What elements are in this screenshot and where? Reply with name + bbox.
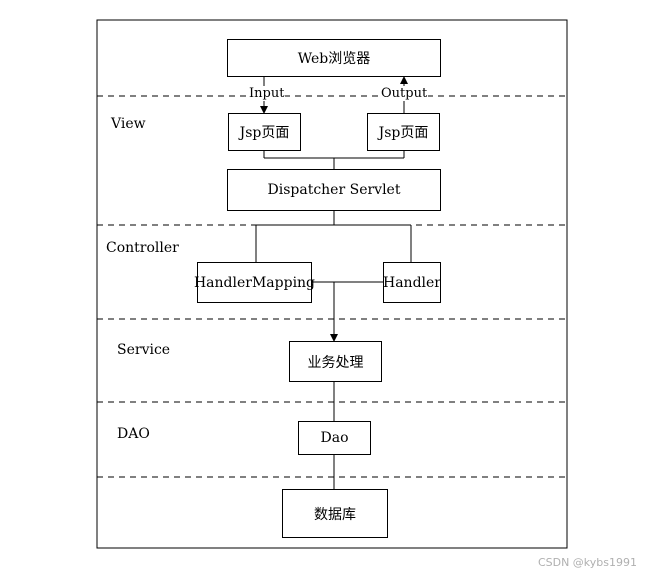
input-label: Input [248,86,286,101]
dao-box: Dao [298,421,371,455]
business-processing-box: 业务处理 [289,341,382,382]
layer-label-service: Service [117,342,171,358]
jsp-page-right-box: Jsp页面 [367,113,440,151]
csdn-watermark: CSDN @kybs1991 [537,556,637,569]
handler-mapping-box: HandlerMapping [194,262,315,303]
layer-label-view: View [111,116,146,132]
layer-label-dao: DAO [117,426,150,442]
database-box: 数据库 [282,489,388,538]
layer-label-controller: Controller [106,240,179,256]
outer-frame [96,19,568,549]
output-label: Output [380,86,429,101]
web-browser-box: Web浏览器 [227,39,441,77]
dispatcher-servlet-box: Dispatcher Servlet [227,169,441,211]
jsp-page-left-box: Jsp页面 [228,113,301,151]
handler-box: Handler [383,262,441,303]
